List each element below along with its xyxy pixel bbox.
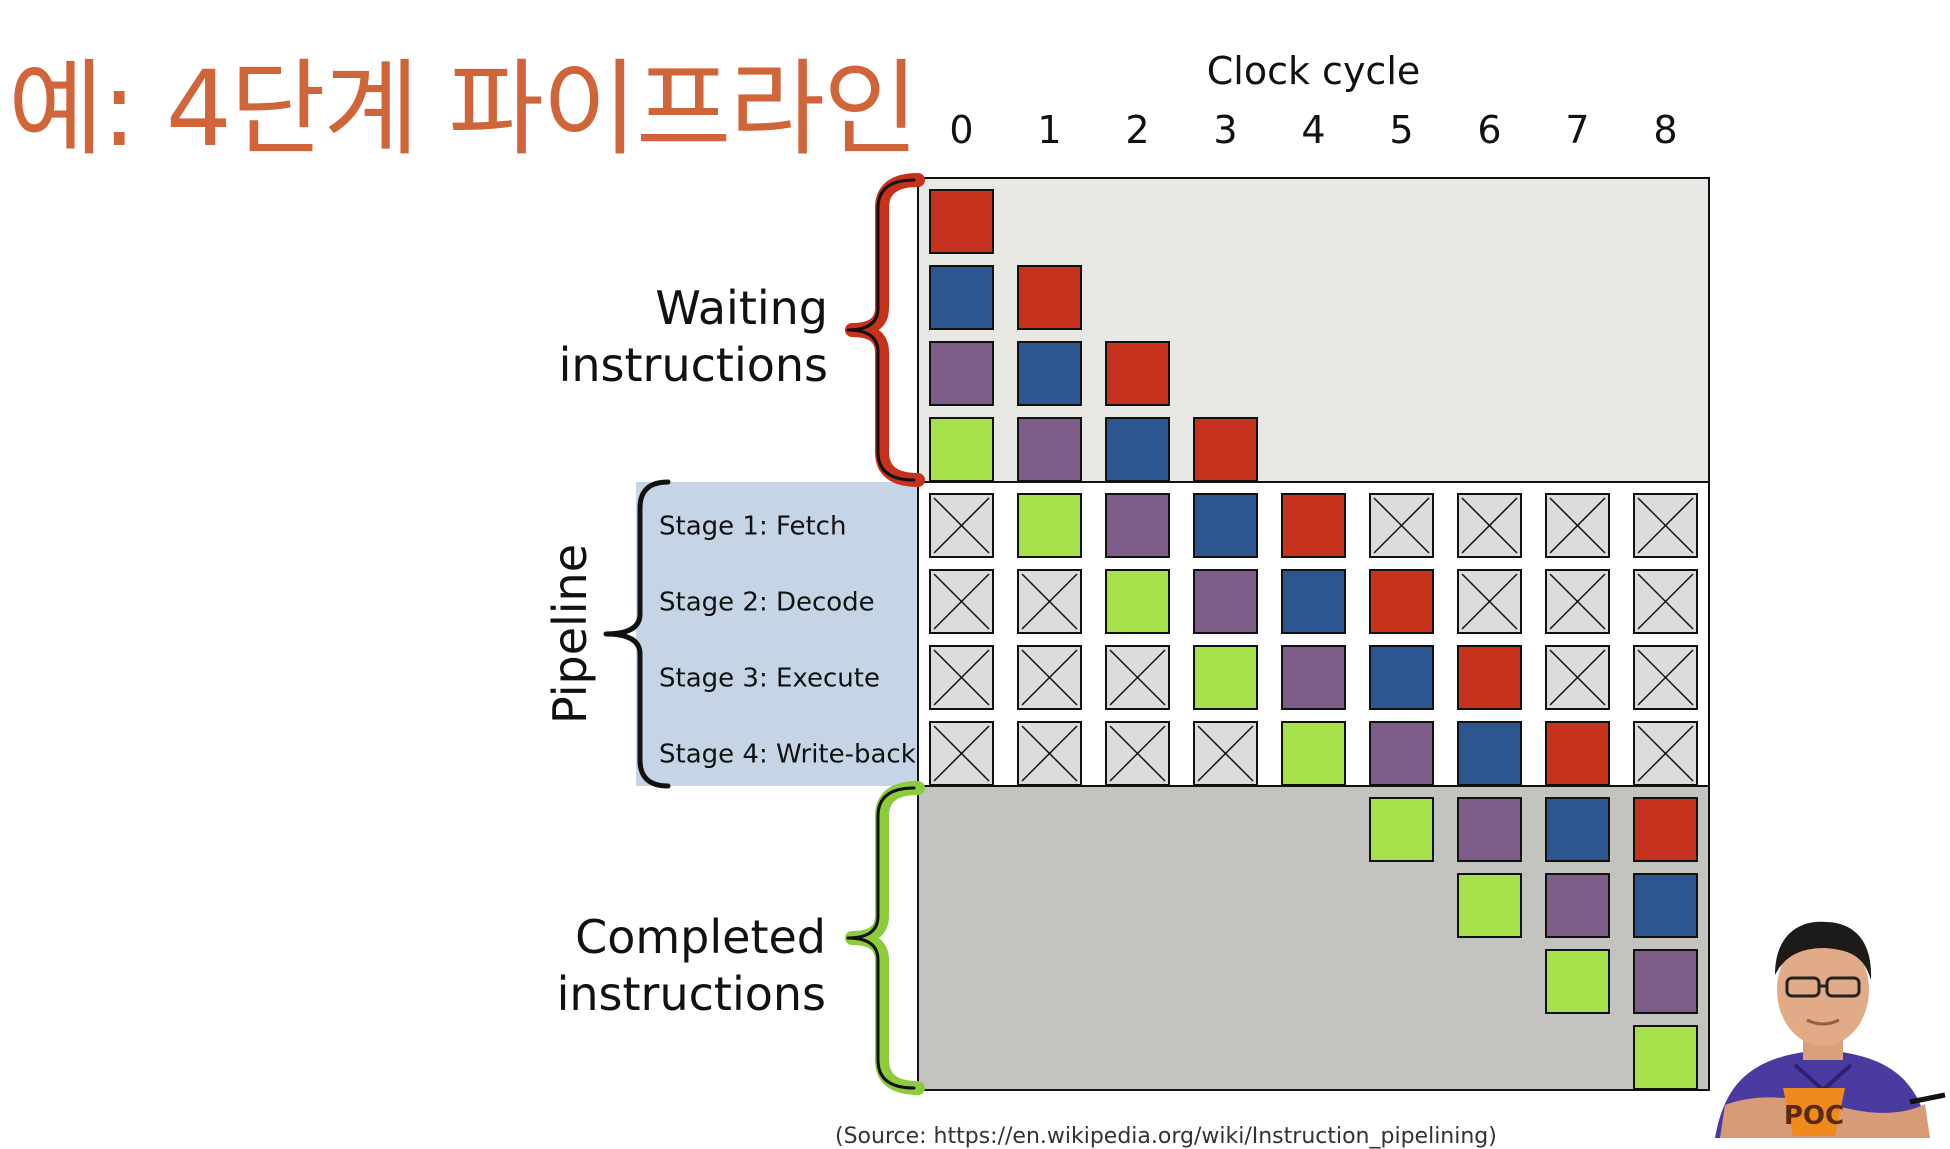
pipeline-instruction-blue [1282, 570, 1345, 633]
shirt-logo-text: POC [1784, 1101, 1844, 1131]
waiting-instruction-green [930, 418, 993, 481]
waiting-instruction-red [1018, 266, 1081, 329]
cycle-label-6: 6 [1477, 108, 1501, 152]
pipeline-instruction-blue [1194, 494, 1257, 557]
pipeline-label: Pipeline [543, 544, 597, 724]
pipeline-instruction-purple [1282, 646, 1345, 709]
presenter-video: POC [1695, 890, 1950, 1138]
completed-instruction-green [1370, 798, 1433, 861]
cycle-label-5: 5 [1389, 108, 1413, 152]
completed-instruction-green [1458, 874, 1521, 937]
completed-label-line-1: Completed [575, 910, 826, 964]
pipeline-instruction-red [1370, 570, 1433, 633]
pipeline-instruction-green [1106, 570, 1169, 633]
cycle-label-7: 7 [1565, 108, 1589, 152]
waiting-instruction-red [1106, 342, 1169, 405]
pipeline-instruction-purple [1194, 570, 1257, 633]
pipeline-instruction-green [1194, 646, 1257, 709]
pipeline-instruction-purple [1370, 722, 1433, 785]
completed-instruction-purple [1634, 950, 1697, 1013]
completed-instruction-green [1634, 1026, 1697, 1089]
waiting-instruction-red [1194, 418, 1257, 481]
cycle-label-8: 8 [1653, 108, 1677, 152]
cycle-label-0: 0 [949, 108, 973, 152]
pipeline-instruction-green [1282, 722, 1345, 785]
pipeline-instruction-purple [1106, 494, 1169, 557]
completed-instruction-purple [1458, 798, 1521, 861]
cycle-label-1: 1 [1037, 108, 1061, 152]
completed-instruction-blue [1634, 874, 1697, 937]
waiting-instruction-blue [1018, 342, 1081, 405]
stage-label-4: Stage 4: Write-back [659, 740, 916, 770]
waiting-instruction-purple [930, 342, 993, 405]
waiting-label-line-2: instructions [559, 338, 828, 392]
source-note: (Source: https://en.wikipedia.org/wiki/I… [835, 1126, 1497, 1148]
pipeline-instruction-blue [1458, 722, 1521, 785]
clock-cycle-title: Clock cycle [1207, 49, 1421, 93]
completed-instruction-blue [1546, 798, 1609, 861]
pipeline-instruction-blue [1370, 646, 1433, 709]
pipeline-instruction-red [1546, 722, 1609, 785]
waiting-instruction-red [930, 190, 993, 253]
waiting-label-line-1: Waiting [655, 281, 828, 335]
pipeline-instruction-red [1282, 494, 1345, 557]
pipeline-instruction-red [1458, 646, 1521, 709]
stage-label-2: Stage 2: Decode [659, 588, 875, 618]
completed-instruction-green [1546, 950, 1609, 1013]
waiting-instruction-purple [1018, 418, 1081, 481]
completed-label-line-2: instructions [557, 967, 826, 1021]
cycle-label-2: 2 [1125, 108, 1149, 152]
stage-label-3: Stage 3: Execute [659, 664, 880, 694]
cycle-label-4: 4 [1301, 108, 1325, 152]
pipeline-instruction-green [1018, 494, 1081, 557]
completed-instruction-red [1634, 798, 1697, 861]
waiting-instruction-blue [1106, 418, 1169, 481]
waiting-instruction-blue [930, 266, 993, 329]
completed-instruction-purple [1546, 874, 1609, 937]
cycle-label-3: 3 [1213, 108, 1237, 152]
stage-label-1: Stage 1: Fetch [659, 512, 846, 542]
